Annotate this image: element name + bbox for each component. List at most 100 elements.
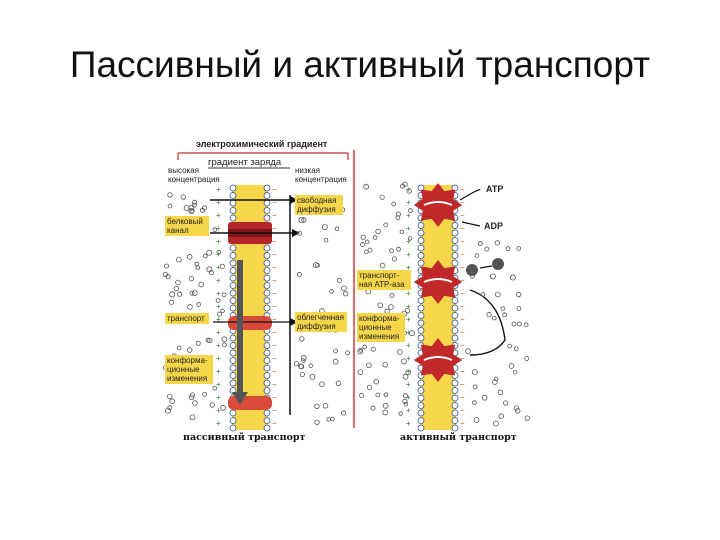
lipid-head <box>451 297 459 304</box>
minus-sign: − <box>460 289 465 298</box>
minus-sign: − <box>272 419 277 428</box>
lipid-head <box>263 379 271 387</box>
molecule <box>300 355 307 361</box>
lipid-head <box>417 394 425 402</box>
caption-passive: пассивный транспорт <box>183 432 306 443</box>
molecule <box>187 304 193 310</box>
minus-sign: − <box>272 354 277 363</box>
molecule <box>192 199 198 205</box>
lipid-head <box>263 334 271 342</box>
molecule <box>406 188 412 194</box>
molecule <box>363 183 370 190</box>
molecule <box>189 414 196 421</box>
pump-channel <box>423 201 453 206</box>
plus-sign: + <box>406 341 411 350</box>
molecule <box>516 291 522 298</box>
molecule <box>502 312 507 318</box>
plus-sign: + <box>406 354 411 363</box>
lipid-head <box>263 417 271 424</box>
molecule <box>402 181 408 187</box>
label-atp: ATP <box>486 184 504 194</box>
molecule <box>220 308 225 314</box>
lipid-head <box>417 297 425 304</box>
molecule <box>194 261 199 267</box>
molecule <box>497 389 504 396</box>
molecule <box>357 369 364 375</box>
molecule <box>309 373 316 380</box>
molecule <box>212 385 218 391</box>
minus-sign: − <box>272 198 277 207</box>
label-high-conc: высокая концентрация <box>168 166 220 184</box>
molecule <box>188 208 195 215</box>
molecule <box>389 248 394 254</box>
plus-sign: + <box>406 263 411 272</box>
molecule <box>199 207 205 213</box>
lipid-head <box>263 252 271 259</box>
lipid-head <box>417 409 425 417</box>
label-conform-active: конформа-ционные изменения <box>357 313 405 342</box>
molecule <box>516 306 522 311</box>
molecule <box>177 291 183 297</box>
molecule <box>191 290 198 296</box>
plus-sign: + <box>216 185 221 194</box>
molecule <box>293 360 300 367</box>
molecule <box>366 384 373 390</box>
label-transporter: транспорт <box>165 313 209 324</box>
molecule <box>375 392 381 398</box>
lipid-head <box>229 349 237 357</box>
molecule <box>221 336 228 343</box>
molecule <box>163 263 169 269</box>
molecule <box>513 405 519 411</box>
molecule <box>212 227 218 232</box>
molecule <box>508 363 515 369</box>
molecule <box>465 348 471 354</box>
lipid-head <box>263 372 271 379</box>
lipid-head <box>417 312 425 319</box>
lipid-head <box>451 304 459 312</box>
molecule <box>404 308 411 314</box>
lipid-head <box>451 334 459 342</box>
lipid-head <box>451 379 459 387</box>
molecule <box>169 299 175 305</box>
lipid-head <box>263 342 271 349</box>
molecule <box>296 272 302 277</box>
minus-sign: − <box>460 263 465 272</box>
plus-sign: + <box>406 315 411 324</box>
molecule <box>408 208 413 213</box>
lipid-head <box>417 229 425 237</box>
molecule <box>400 358 407 365</box>
molecule <box>405 369 412 376</box>
molecule <box>507 343 512 349</box>
lipid-head <box>229 424 237 432</box>
molecule <box>492 315 497 321</box>
molecule <box>322 403 329 409</box>
molecule <box>362 344 367 350</box>
molecule <box>195 340 201 346</box>
lipid-head <box>263 199 271 207</box>
molecule <box>486 312 492 318</box>
minus-sign: − <box>460 419 465 428</box>
molecule <box>389 293 395 298</box>
plus-sign: + <box>406 237 411 246</box>
minus-sign: − <box>272 276 277 285</box>
molecule <box>388 304 394 310</box>
lipid-head <box>229 342 237 349</box>
lipid-head <box>451 409 459 417</box>
label-protein-channel: белковый канал <box>165 216 209 236</box>
molecule <box>472 384 478 390</box>
plus-sign: + <box>406 328 411 337</box>
caption-active: активный транспорт <box>400 432 517 443</box>
lipid-head <box>229 379 237 387</box>
lipid-head <box>229 199 237 207</box>
plus-sign: + <box>216 341 221 350</box>
lipid-head <box>451 319 459 327</box>
molecule <box>298 217 305 224</box>
molecule <box>383 392 389 397</box>
lipid-head <box>263 304 271 312</box>
plus-sign: + <box>216 276 221 285</box>
plus-sign: + <box>216 198 221 207</box>
plus-sign: + <box>216 367 221 376</box>
lipid-head <box>417 424 425 432</box>
lipid-head <box>229 297 237 304</box>
minus-sign: − <box>272 315 277 324</box>
